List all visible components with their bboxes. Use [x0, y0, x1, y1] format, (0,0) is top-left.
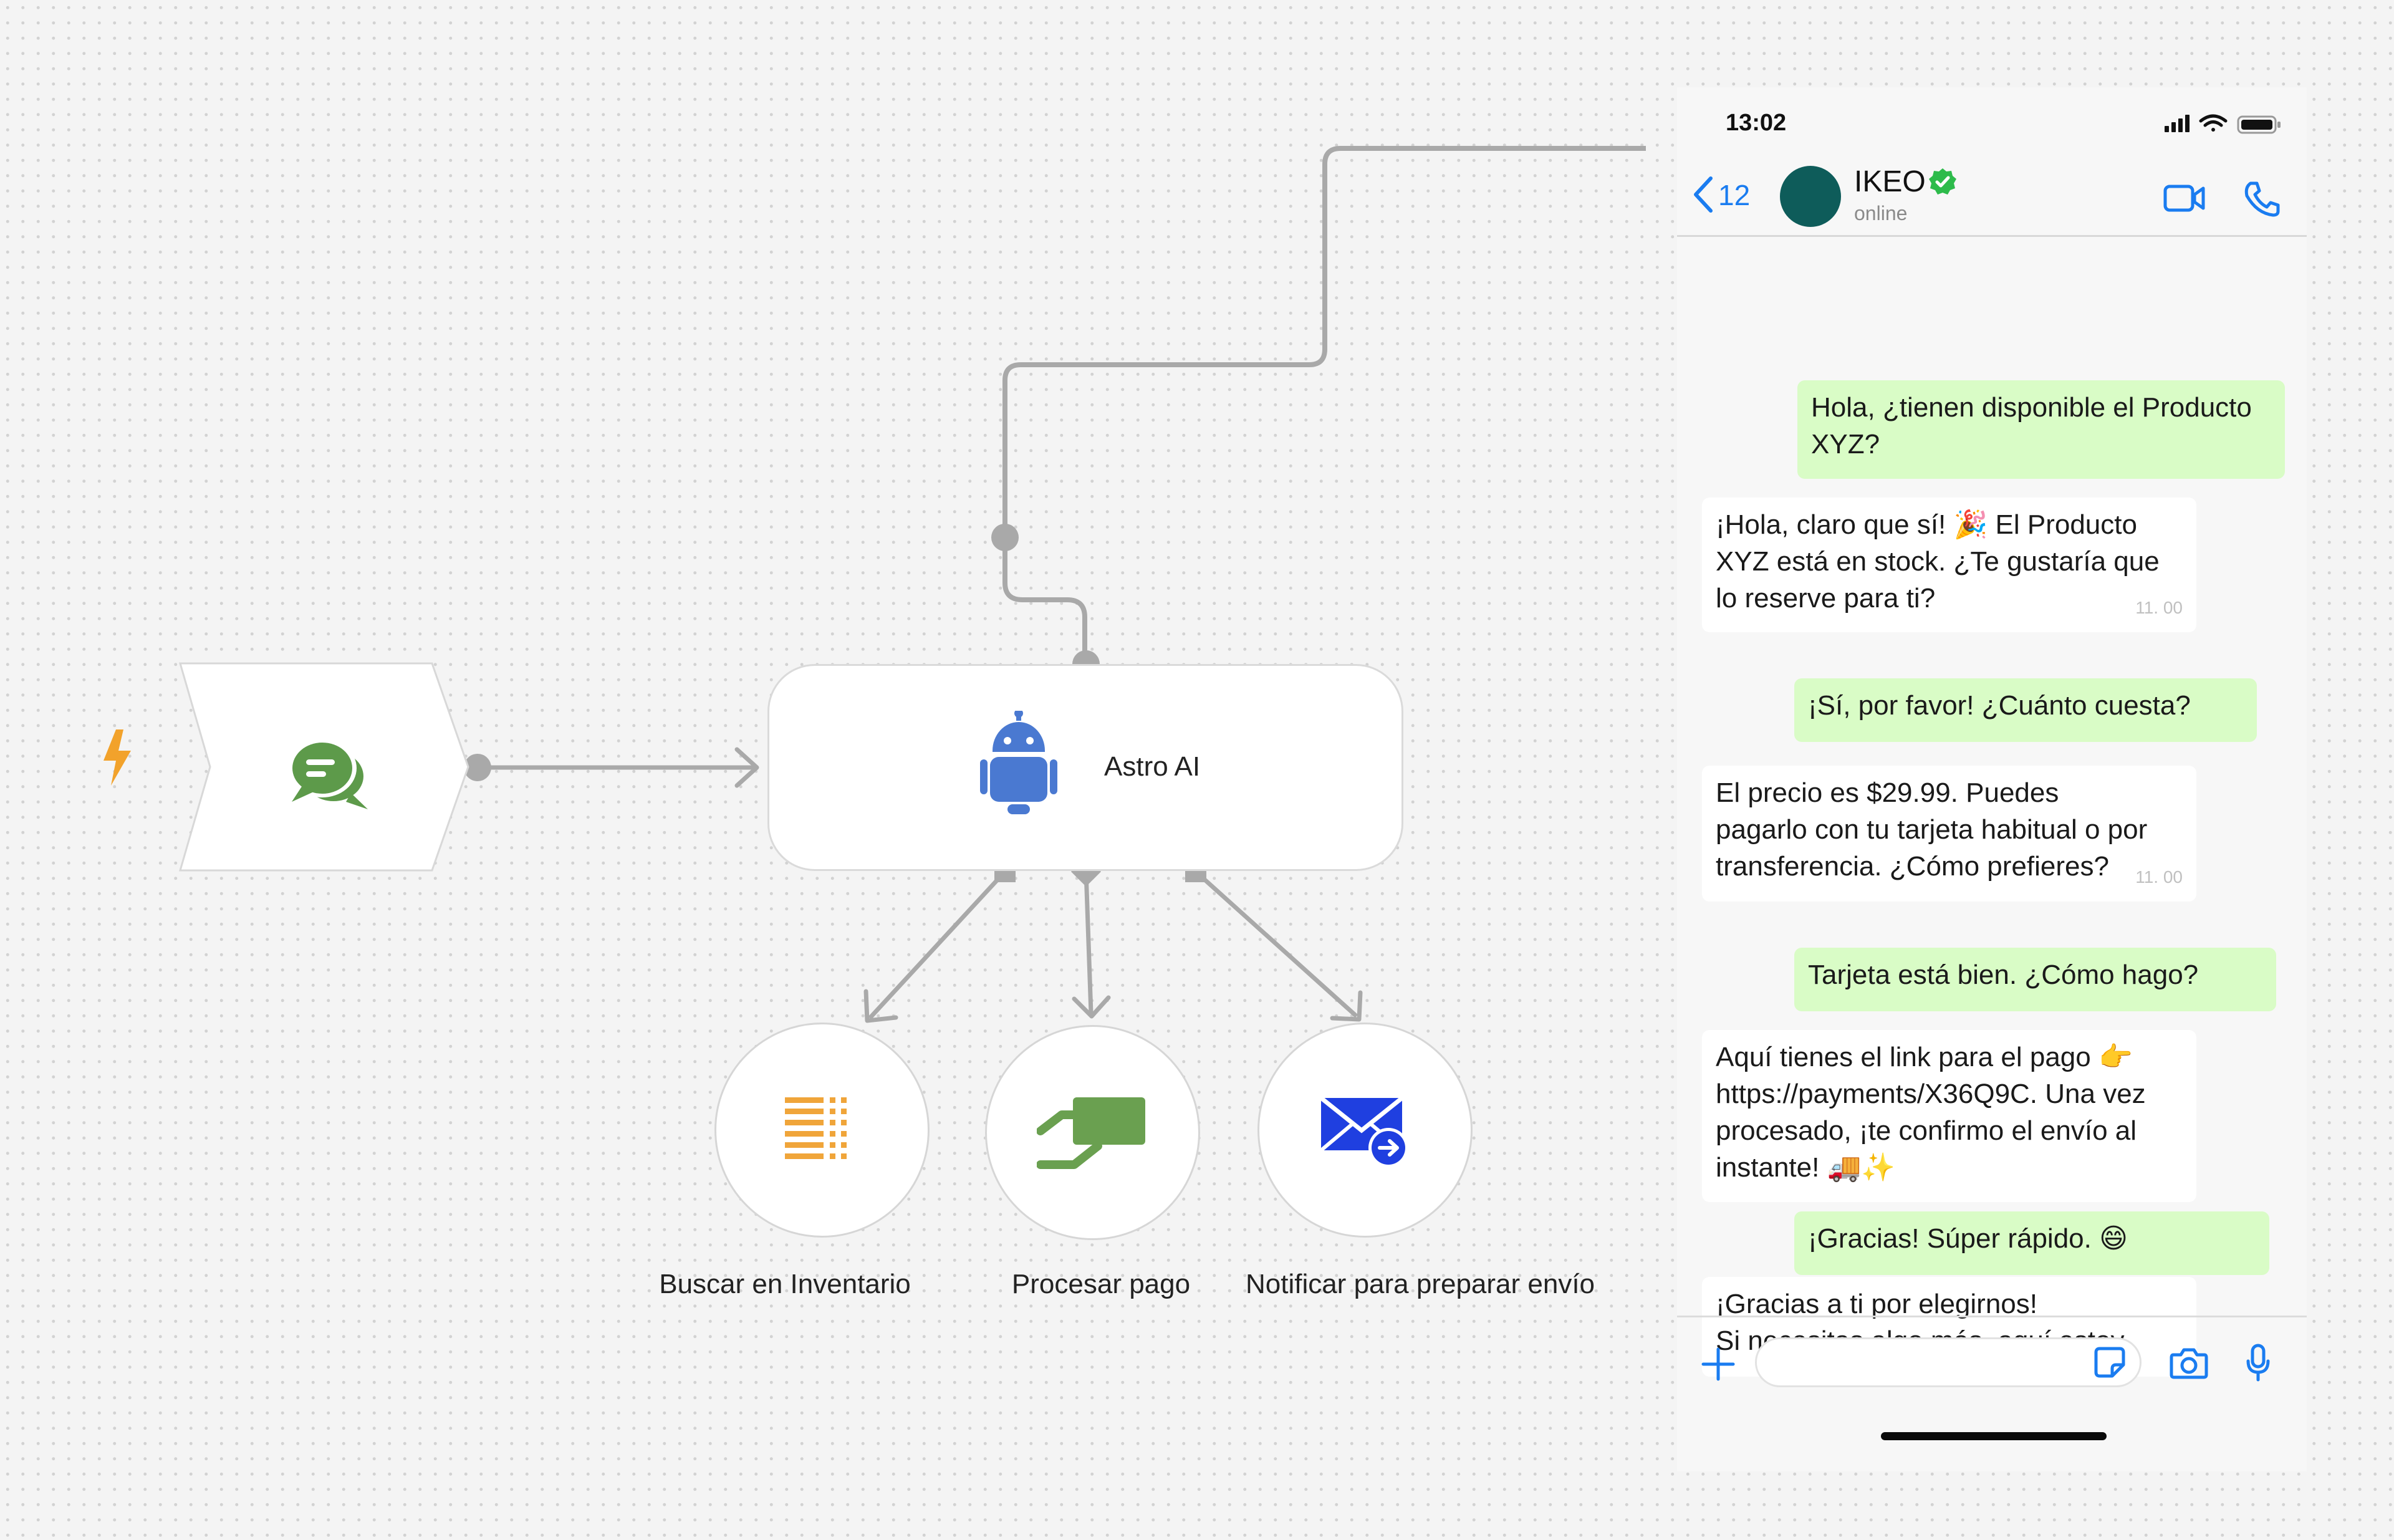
edge-arrowhead: [1330, 990, 1363, 1022]
tool-label-notify: Notificar para preparar envío: [1245, 1269, 1595, 1299]
tool-node-payment[interactable]: [985, 1025, 1200, 1240]
status-time: 13:02: [1726, 110, 1787, 136]
sticker-icon[interactable]: [2094, 1346, 2126, 1379]
chevron-left-icon[interactable]: [1692, 176, 1714, 213]
battery-icon: [2237, 115, 2281, 134]
message-bubble[interactable]: ¡Gracias! Súper rápido. 😄: [1794, 1211, 2269, 1275]
trigger-node[interactable]: [178, 661, 471, 873]
message-time: 11. 00: [2135, 598, 2183, 617]
agent-node[interactable]: [767, 664, 1403, 871]
lightning-bolt-icon: [103, 729, 131, 786]
camera-icon[interactable]: [2170, 1346, 2208, 1380]
message-composer: [1677, 1316, 2307, 1405]
message-bubble[interactable]: Tarjeta está bien. ¿Cómo hago?: [1794, 948, 2276, 1011]
message-bubble[interactable]: Hola, ¿tienen disponible el Producto XYZ…: [1797, 380, 2285, 479]
card-payment-icon: [1036, 1097, 1145, 1169]
message-bubble[interactable]: ¡Hola, claro que sí! 🎉 El Producto XYZ e…: [1702, 498, 2196, 632]
trigger-output-port[interactable]: [464, 754, 491, 781]
avatar[interactable]: [1780, 166, 1841, 227]
edge-phone-to-agent: [1002, 146, 1646, 662]
plus-icon[interactable]: [1701, 1347, 1736, 1382]
edge-agent-to-notify: [1194, 870, 1358, 1018]
back-count[interactable]: 12: [1718, 179, 1751, 211]
message-bubble[interactable]: ¡Sí, por favor! ¿Cuánto cuesta?: [1794, 678, 2257, 742]
message-time: 11. 00: [2135, 867, 2183, 887]
phone-screen: 13:02 12 IKEO online: [1677, 87, 2307, 1471]
list-icon: [784, 1097, 847, 1159]
edge-arrowhead: [734, 747, 759, 788]
tool-label-payment: Procesar pago: [1011, 1269, 1191, 1299]
phone-icon[interactable]: [2243, 181, 2281, 217]
message-bubble[interactable]: El precio es $29.99. Puedes pagarlo con …: [1702, 766, 2196, 902]
contact-name[interactable]: IKEO: [1854, 165, 1926, 198]
tool-node-notify[interactable]: [1257, 1023, 1473, 1238]
tool-label-inventory: Buscar en Inventario: [659, 1269, 911, 1299]
edge-agent-to-payment: [1084, 871, 1094, 1014]
message-input[interactable]: [1755, 1337, 2142, 1387]
edge-waypoint-dot[interactable]: [991, 524, 1019, 551]
mail-send-icon: [1319, 1095, 1408, 1168]
agent-label: Astro AI: [1104, 751, 1201, 782]
edge-arrowhead: [1072, 995, 1111, 1019]
contact-status: online: [1854, 202, 1908, 224]
message-list: Hola, ¿tienen disponible el Producto XYZ…: [1677, 237, 2307, 1377]
verified-icon: [1929, 168, 1956, 195]
edge-arrowhead: [863, 989, 898, 1023]
chat-header: 12 IKEO online: [1677, 150, 2307, 237]
wifi-icon: [2199, 114, 2228, 132]
status-bar-icons: [2165, 114, 2281, 134]
home-indicator[interactable]: [1881, 1432, 2107, 1440]
message-bubble[interactable]: Aquí tienes el link para el pago 👉 https…: [1702, 1030, 2196, 1202]
robot-icon: [980, 711, 1057, 814]
microphone-icon[interactable]: [2246, 1344, 2271, 1382]
tool-node-inventory[interactable]: [714, 1023, 930, 1238]
edge-agent-to-inventory: [868, 870, 1007, 1020]
signal-icon: [2165, 115, 2190, 132]
chat-bubbles-icon: [288, 739, 368, 809]
video-call-icon[interactable]: [2163, 185, 2206, 212]
